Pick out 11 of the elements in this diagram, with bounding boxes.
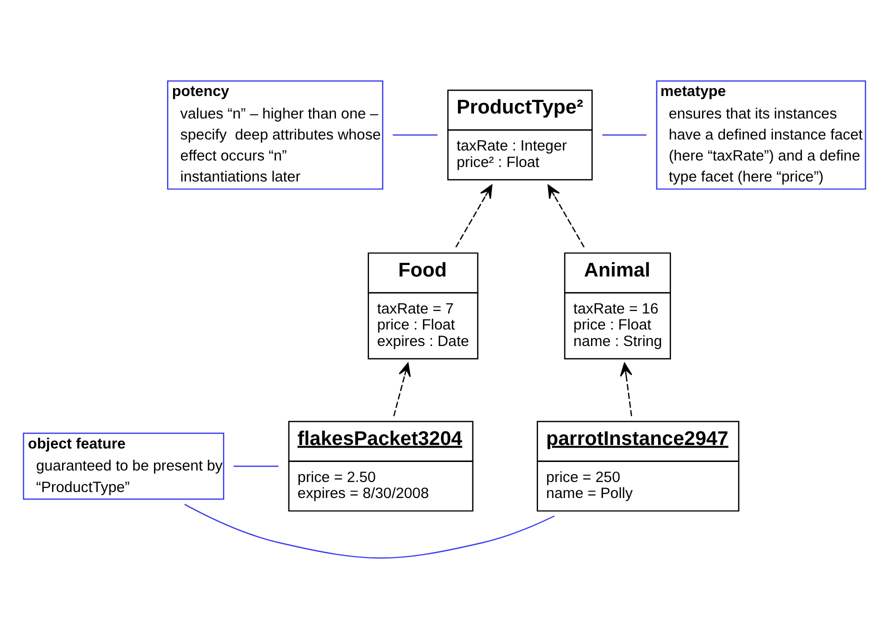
arrow (620, 362, 632, 416)
connector (184, 503, 555, 558)
arrow (548, 184, 585, 248)
connector (392, 134, 438, 136)
node-box: metatype ensures that its instances have a defined instance facet (here “taxRate”) and a define type facet (here “price”) (656, 80, 866, 190)
connector (602, 134, 646, 136)
connector (234, 465, 278, 466)
arrow (393, 362, 411, 416)
node-box: potency values “n” – higher than one – specify deep attributes whose effect occurs “n” instantiations later (167, 80, 384, 190)
arrow (455, 184, 492, 248)
node-box: object feature guaranteed to be present by “ProductType” (22, 432, 224, 500)
